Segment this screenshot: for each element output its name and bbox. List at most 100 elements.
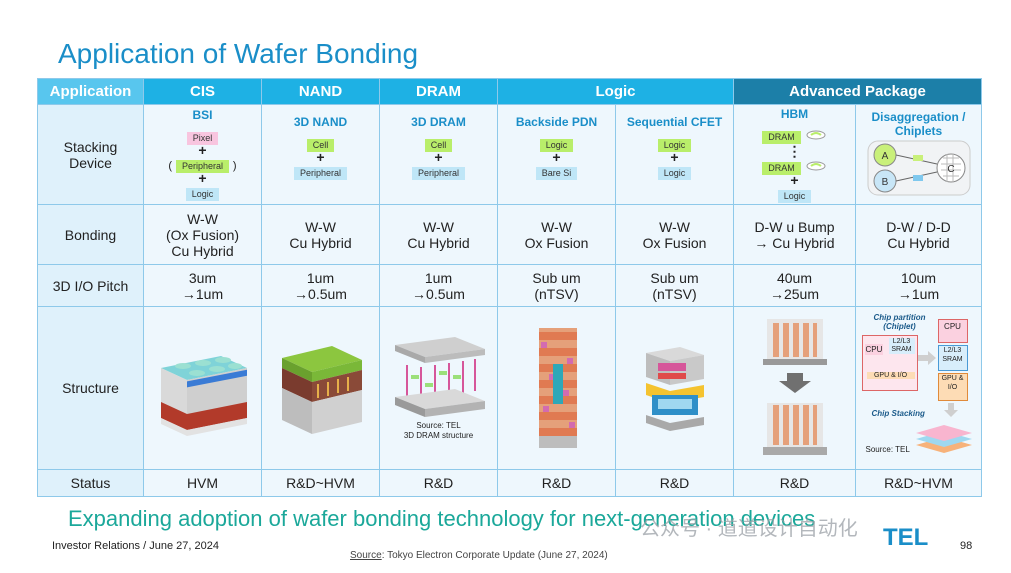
structure-dram: Source: TEL 3D DRAM structure: [379, 306, 498, 470]
device-head-backside-pdn: Backside PDN: [515, 115, 598, 129]
device-head-disaggregation: Disaggregation / Chiplets: [871, 110, 966, 138]
node-c-label: C: [947, 164, 954, 175]
chip-stacking-label: Chip Stacking: [871, 409, 925, 418]
bump-icon: [806, 161, 826, 170]
dram-source-note: Source: TEL 3D DRAM structure: [403, 421, 474, 440]
tel-logo: TEL: [883, 524, 929, 551]
bonding-nand: W-W Cu Hybrid: [261, 204, 380, 265]
status-sequential-cfet: R&D: [615, 469, 734, 497]
chip-cell: Cell: [424, 139, 453, 152]
structure-disaggregation: Chip partition (Chiplet) CPU L2/L3 SRAM …: [855, 306, 982, 470]
source-citation: Source: Tokyo Electron Corporate Update …: [350, 550, 608, 561]
wafer-bonding-table: Application CIS NAND DRAM Logic Advanced…: [37, 78, 982, 497]
chip-logic: Logic: [777, 189, 812, 203]
device-head-bsi: BSI: [192, 108, 213, 122]
chip-bare-si: Bare Si: [535, 167, 578, 180]
pitch-backside-pdn: Sub um(nTSV): [497, 264, 616, 307]
structure-hbm: [733, 306, 856, 470]
device-head-hbm: HBM: [780, 106, 809, 121]
monolithic-die: CPU L2/L3 SRAM GPU & I/O: [861, 335, 918, 391]
bonding-sequential-cfet: W-W Ox Fusion: [615, 204, 734, 265]
bonding-cis: W-W (Ox Fusion) Cu Hybrid: [143, 204, 262, 265]
chip-pixel: Pixel: [186, 132, 219, 145]
header-logic: Logic: [497, 78, 734, 105]
chiplet-sram: L2/L3 SRAM: [937, 345, 968, 371]
pitch-nand: 1um→0.5um: [261, 264, 380, 307]
header-application: Application: [37, 78, 144, 105]
arrow-down-icon: [943, 403, 958, 417]
row-label-structure: Structure: [37, 306, 144, 470]
row-label-status: Status: [37, 469, 144, 497]
chip-logic-top: Logic: [657, 139, 692, 152]
status-cis: HVM: [143, 469, 262, 497]
arrow-right-icon: [917, 351, 936, 365]
device-head-3d-nand: 3D NAND: [293, 115, 348, 129]
chip-logic: Logic: [539, 139, 574, 152]
bump-icon: [806, 130, 826, 139]
row-label-pitch: 3D I/O Pitch: [37, 264, 144, 307]
row-label-stacking: Stacking Device: [37, 104, 144, 205]
header-advanced-package: Advanced Package: [733, 78, 982, 105]
chip-cell: Cell: [306, 139, 335, 152]
hbm-structure-image: [762, 319, 827, 455]
bonding-dram: W-W Cu Hybrid: [379, 204, 498, 265]
watermark-text: 公众号 · 道道设计自动化: [640, 518, 858, 540]
header-cis: CIS: [143, 78, 262, 105]
node-b-label: B: [881, 177, 888, 188]
structure-row: Structure: [37, 306, 982, 470]
stacking-sequential-cfet: Sequential CFET Logic + Logic: [615, 104, 734, 205]
investor-relations-date: Investor Relations / June 27, 2024: [52, 540, 219, 552]
node-a-label: A: [881, 151, 888, 162]
stacking-cis: BSI Pixel + ( Peripheral ) + Logic: [143, 104, 262, 205]
pitch-disaggregation: 10um→1um: [855, 264, 982, 307]
chip-partition-label: Chip partition (Chiplet): [873, 313, 926, 331]
device-head-3d-dram: 3D DRAM: [411, 115, 466, 129]
page-title: Application of Wafer Bonding: [58, 38, 419, 69]
cis-structure-image: [160, 356, 247, 436]
bonding-disaggregation: D-W / D-D Cu Hybrid: [855, 204, 982, 265]
dram-structure-image: [394, 337, 485, 417]
header-nand: NAND: [261, 78, 380, 105]
stacking-nand: 3D NAND Cell + Peripheral: [261, 104, 380, 205]
pitch-hbm: 40um→25um: [733, 264, 856, 307]
headline-banner: Expanding adoption of wafer bonding tech…: [68, 506, 816, 531]
stacking-disaggregation: Disaggregation / Chiplets A B C: [855, 104, 982, 205]
row-label-bonding: Bonding: [37, 204, 144, 265]
structure-nand: [261, 306, 380, 470]
status-hbm: R&D: [733, 469, 856, 497]
status-dram: R&D: [379, 469, 498, 497]
device-head-sequential-cfet: Sequential CFET: [626, 115, 723, 129]
nand-structure-image: [281, 346, 362, 434]
chiplet-source-note: Source: TEL: [865, 445, 910, 454]
chip-dram-top: DRAM: [762, 130, 801, 144]
chip-peripheral: Peripheral: [293, 167, 348, 180]
pitch-dram: 1um→0.5um: [379, 264, 498, 307]
status-backside-pdn: R&D: [497, 469, 616, 497]
pitch-cis: 3um→1um: [143, 264, 262, 307]
chip-logic: Logic: [185, 188, 220, 201]
stacking-backside-pdn: Backside PDN Logic + Bare Si: [497, 104, 616, 205]
header-row: Application CIS NAND DRAM Logic Advanced…: [37, 78, 982, 105]
bonding-backside-pdn: W-W Ox Fusion: [497, 204, 616, 265]
chiplet-gpu-io: GPU & I/O: [937, 373, 968, 401]
bonding-hbm: D-W u Bump → Cu Hybrid: [733, 204, 856, 265]
backside-pdn-structure-image: [538, 328, 577, 448]
cfet-structure-image: [645, 347, 704, 431]
status-nand: R&D~HVM: [261, 469, 380, 497]
bonding-row: Bonding W-W (Ox Fusion) Cu Hybrid W-W Cu…: [37, 204, 982, 265]
structure-cis: [143, 306, 262, 470]
chip-dram-bottom: DRAM: [762, 161, 801, 175]
structure-backside-pdn: [497, 306, 616, 470]
chip-logic-bottom: Logic: [657, 167, 692, 180]
status-disaggregation: R&D~HVM: [855, 469, 982, 497]
pitch-row: 3D I/O Pitch 3um→1um 1um→0.5um 1um→0.5um…: [37, 264, 982, 307]
chip-peripheral: Peripheral: [175, 160, 230, 173]
stacking-device-row: Stacking Device BSI Pixel + ( Peripheral…: [37, 104, 982, 205]
chiplet-cpu: CPU: [937, 319, 968, 343]
stacking-hbm: HBM DRAM ⋮ DRAM + Logic: [733, 104, 856, 205]
stacked-chips-image: [915, 425, 972, 453]
structure-sequential-cfet: [615, 306, 734, 470]
status-row: Status HVM R&D~HVM R&D R&D R&D R&D R&D~H…: [37, 469, 982, 497]
chip-peripheral: Peripheral: [411, 167, 466, 180]
page-number: 98: [960, 540, 973, 552]
